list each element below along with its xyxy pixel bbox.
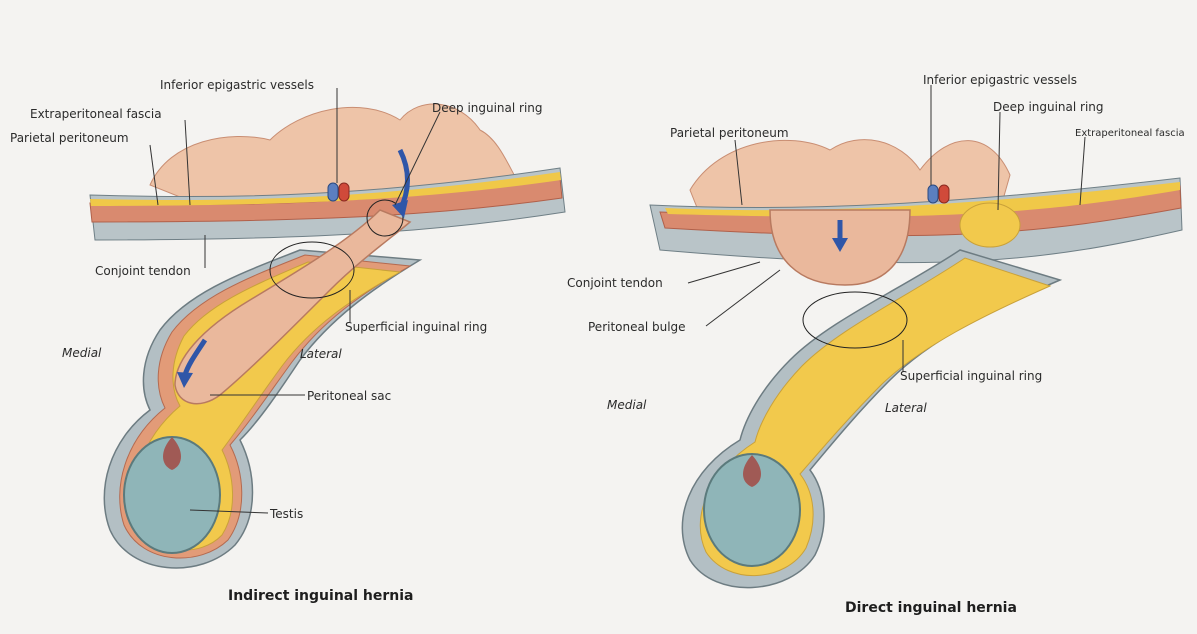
right-caption: Direct inguinal hernia bbox=[845, 600, 1017, 616]
right-label-inferior-epigastric: Inferior epigastric vessels bbox=[923, 73, 1077, 87]
left-caption: Indirect inguinal hernia bbox=[228, 588, 413, 604]
right-label-lateral: Lateral bbox=[885, 401, 927, 415]
right-label-peritoneal-bulge: Peritoneal bulge bbox=[588, 320, 686, 334]
left-label-conjoint: Conjoint tendon bbox=[95, 264, 191, 278]
left-label-medial: Medial bbox=[62, 346, 101, 360]
right-label-superficial-ring: Superficial inguinal ring bbox=[900, 369, 1042, 383]
left-label-lateral: Lateral bbox=[300, 347, 342, 361]
right-epigastric-blue bbox=[928, 185, 938, 203]
right-label-medial: Medial bbox=[607, 398, 646, 412]
right-label-parietal: Parietal peritoneum bbox=[670, 126, 789, 140]
right-label-extraperitoneal: Extraperitoneal fascia bbox=[1075, 127, 1185, 141]
right-label-deep-ring: Deep inguinal ring bbox=[993, 100, 1104, 114]
right-label-conjoint: Conjoint tendon bbox=[567, 276, 663, 290]
left-epigastric-red bbox=[339, 183, 349, 201]
right-anatomy bbox=[650, 140, 1182, 588]
left-label-testis: Testis bbox=[270, 507, 303, 521]
left-label-superficial-ring: Superficial inguinal ring bbox=[345, 320, 487, 334]
left-label-parietal: Parietal peritoneum bbox=[10, 131, 129, 145]
left-label-extraperitoneal: Extraperitoneal fascia bbox=[30, 107, 162, 121]
left-label-peritoneal-sac: Peritoneal sac bbox=[307, 389, 391, 403]
left-label-deep-ring: Deep inguinal ring bbox=[432, 101, 543, 115]
left-epigastric-blue bbox=[328, 183, 338, 201]
right-epigastric-red bbox=[939, 185, 949, 203]
left-label-inferior-epigastric: Inferior epigastric vessels bbox=[160, 78, 314, 92]
right-deep-ring-fat bbox=[960, 203, 1020, 247]
left-anatomy bbox=[90, 104, 565, 568]
